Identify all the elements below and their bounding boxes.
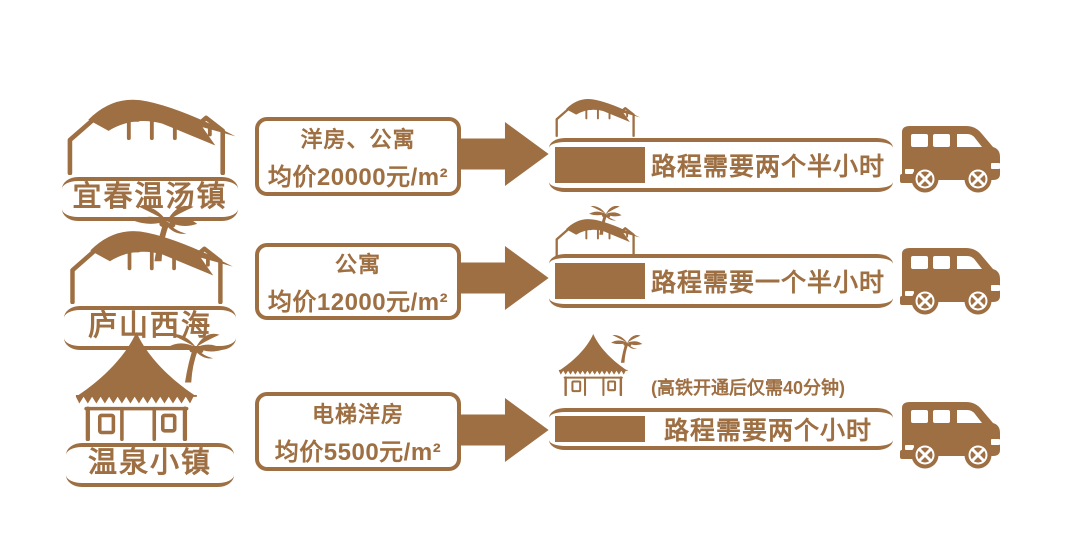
house-icon bbox=[62, 94, 238, 175]
travel-time-bar: 路程需要两个小时 bbox=[549, 408, 893, 450]
location-name-plate: 温泉小镇 bbox=[66, 443, 234, 487]
travel-time-label: 路程需要一个半小时 bbox=[650, 269, 885, 297]
travel-time-label: 路程需要两个半小时 bbox=[650, 153, 885, 181]
van-icon bbox=[894, 114, 1006, 196]
location-name-plate: 庐山西海 bbox=[64, 306, 236, 350]
location-label: 庐山西海 bbox=[87, 310, 212, 342]
van-icon bbox=[894, 390, 1006, 472]
bar-solid-block bbox=[555, 147, 645, 183]
price-box: 公寓 均价12000元/m² bbox=[255, 243, 461, 320]
van-icon bbox=[894, 236, 1006, 318]
right-arrow-icon bbox=[459, 398, 549, 462]
bar-solid-block bbox=[555, 416, 645, 442]
house-icon bbox=[553, 96, 641, 137]
price-box: 洋房、公寓 均价20000元/m² bbox=[255, 117, 461, 196]
destination-group: 路程需要一个半小时 bbox=[549, 206, 893, 308]
house-palm-icon bbox=[65, 206, 235, 304]
right-arrow-icon bbox=[459, 246, 549, 310]
travel-time-bar: 路程需要两个半小时 bbox=[549, 138, 893, 192]
price-type: 公寓 bbox=[334, 251, 381, 277]
price-box: 电梯洋房 均价5500元/m² bbox=[255, 392, 461, 471]
hut-palm-icon bbox=[69, 332, 231, 441]
right-arrow-icon bbox=[459, 122, 549, 186]
price-value: 均价12000元/m² bbox=[267, 288, 449, 316]
price-value: 均价20000元/m² bbox=[267, 163, 449, 191]
travel-time-bar: 路程需要一个半小时 bbox=[549, 254, 893, 308]
travel-time-label: 路程需要两个小时 bbox=[663, 417, 872, 445]
bar-solid-block bbox=[555, 263, 645, 299]
location-lushan: 庐山西海 bbox=[64, 206, 236, 350]
hut-palm-icon bbox=[555, 334, 647, 396]
location-hotspring: 温泉小镇 bbox=[66, 332, 234, 487]
high-speed-rail-note: (高铁开通后仅需40分钟) bbox=[651, 378, 846, 398]
price-type: 电梯洋房 bbox=[311, 401, 404, 427]
house-palm-icon bbox=[553, 206, 641, 257]
price-value: 均价5500元/m² bbox=[274, 438, 442, 466]
destination-group: 路程需要两个半小时 bbox=[549, 96, 893, 192]
location-label: 温泉小镇 bbox=[87, 447, 212, 479]
price-type: 洋房、公寓 bbox=[300, 126, 416, 152]
location-yichun: 宜春温汤镇 bbox=[62, 94, 238, 221]
destination-group: (高铁开通后仅需40分钟) 路程需要两个小时 bbox=[549, 334, 893, 454]
